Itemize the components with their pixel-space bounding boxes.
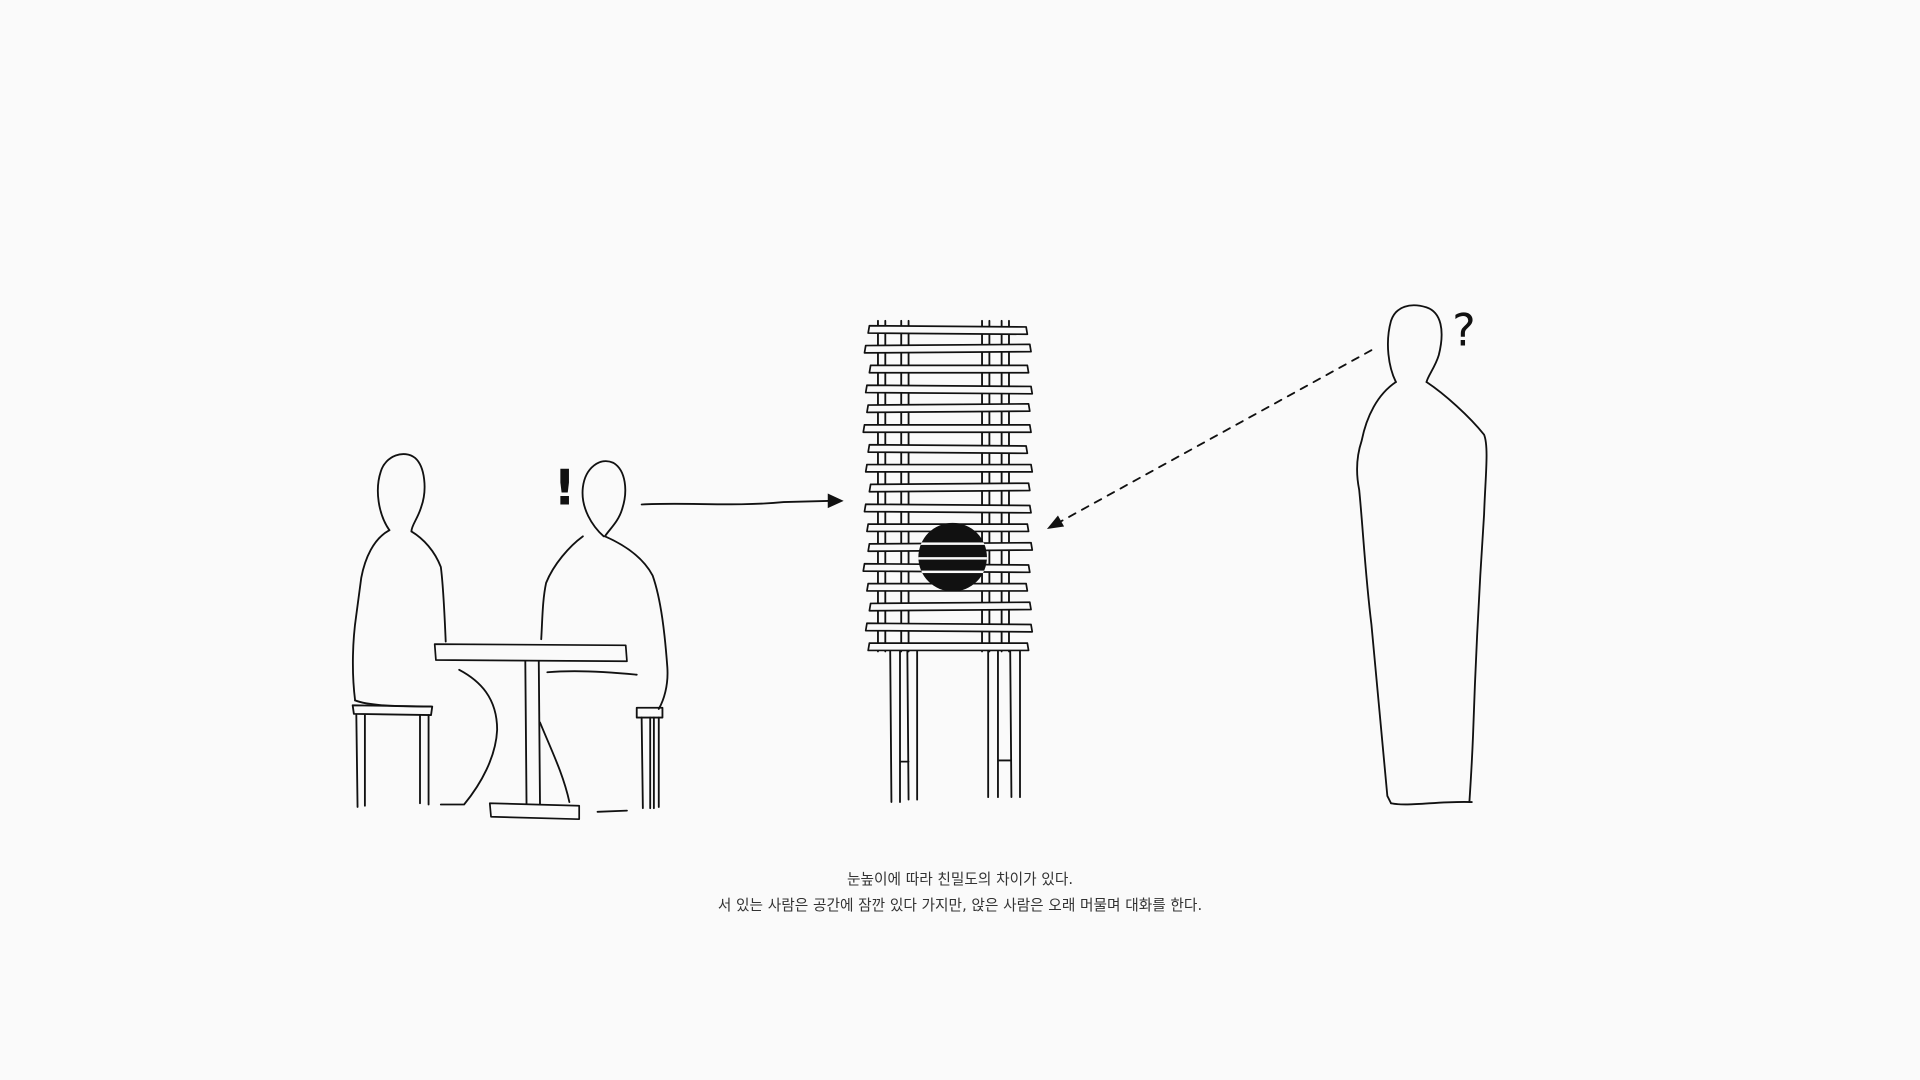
circle-slat-gaps [918, 542, 987, 574]
caption-line-1: 눈높이에 따라 친밀도의 차이가 있다. [847, 871, 1073, 888]
caption: 눈높이에 따라 친밀도의 차이가 있다. 서 있는 사람은 공간에 잠깐 있다 … [718, 871, 1202, 914]
lattice-slat [868, 364, 1030, 374]
left-chair-leg-back [355, 714, 366, 808]
lattice-slat [867, 324, 1029, 336]
lattice-slat [862, 424, 1032, 434]
left-person-front [410, 530, 447, 643]
left-seated-person [351, 453, 499, 806]
lattice-slat [867, 443, 1029, 455]
lattice-slat [864, 622, 1034, 633]
right-chair [635, 706, 664, 810]
table-leg [524, 660, 541, 806]
cafe-table [433, 643, 628, 821]
lattice-leg-left [889, 650, 919, 803]
solid-arrow [640, 493, 844, 509]
left-person-head [377, 453, 426, 533]
lattice-slat [868, 482, 1031, 493]
right-person-back [603, 535, 669, 710]
left-person-lap [354, 699, 432, 708]
standing-person: ? [1356, 304, 1488, 806]
lattice-slat [863, 343, 1032, 354]
circle-gap-line [918, 557, 987, 560]
lattice-slat [866, 402, 1031, 414]
lattice-slat [864, 463, 1034, 473]
circle-gap-line [918, 542, 987, 545]
table-base [488, 802, 581, 821]
dashed-arrow-head [1046, 515, 1065, 529]
lattice-slat [867, 642, 1030, 652]
standing-person-head [1387, 304, 1443, 383]
left-chair-leg-front [419, 714, 430, 806]
dashed-arrow [1046, 349, 1373, 529]
right-seated-person [539, 460, 669, 813]
lattice-slats [862, 324, 1034, 652]
caption-line-2: 서 있는 사람은 공간에 잠깐 있다 가지만, 앉은 사람은 오래 머물며 대화… [718, 897, 1202, 914]
left-person-leg [439, 668, 499, 806]
standing-person-right-side [1425, 381, 1488, 803]
lattice-slat [868, 601, 1032, 612]
standing-person-left-side [1356, 381, 1397, 805]
exclamation-mark: ! [553, 459, 575, 516]
lattice-structure [862, 319, 1034, 803]
solid-arrow-head [827, 493, 844, 509]
table-top [433, 643, 628, 663]
circle-gap-line [918, 570, 987, 574]
lattice-slat [864, 384, 1034, 395]
right-person-head [581, 460, 627, 538]
black-circle-window [918, 522, 987, 592]
solid-arrow-line [640, 499, 834, 506]
lattice-leg-right [987, 650, 1021, 799]
right-person-front [540, 535, 584, 641]
right-person-leg [539, 721, 628, 813]
black-circle [918, 522, 987, 592]
lattice-slat [863, 503, 1032, 514]
standing-person-feet [1390, 800, 1473, 806]
lattice-legs [889, 650, 1021, 803]
left-chair [351, 704, 434, 808]
right-chair-seat [635, 706, 664, 719]
dashed-arrow-line [1059, 349, 1373, 523]
right-chair-legs [640, 716, 660, 810]
left-person-back [351, 529, 391, 702]
right-person-lap [546, 670, 638, 676]
question-mark: ? [1452, 305, 1475, 356]
seated-conversation-group: ! [351, 453, 669, 821]
